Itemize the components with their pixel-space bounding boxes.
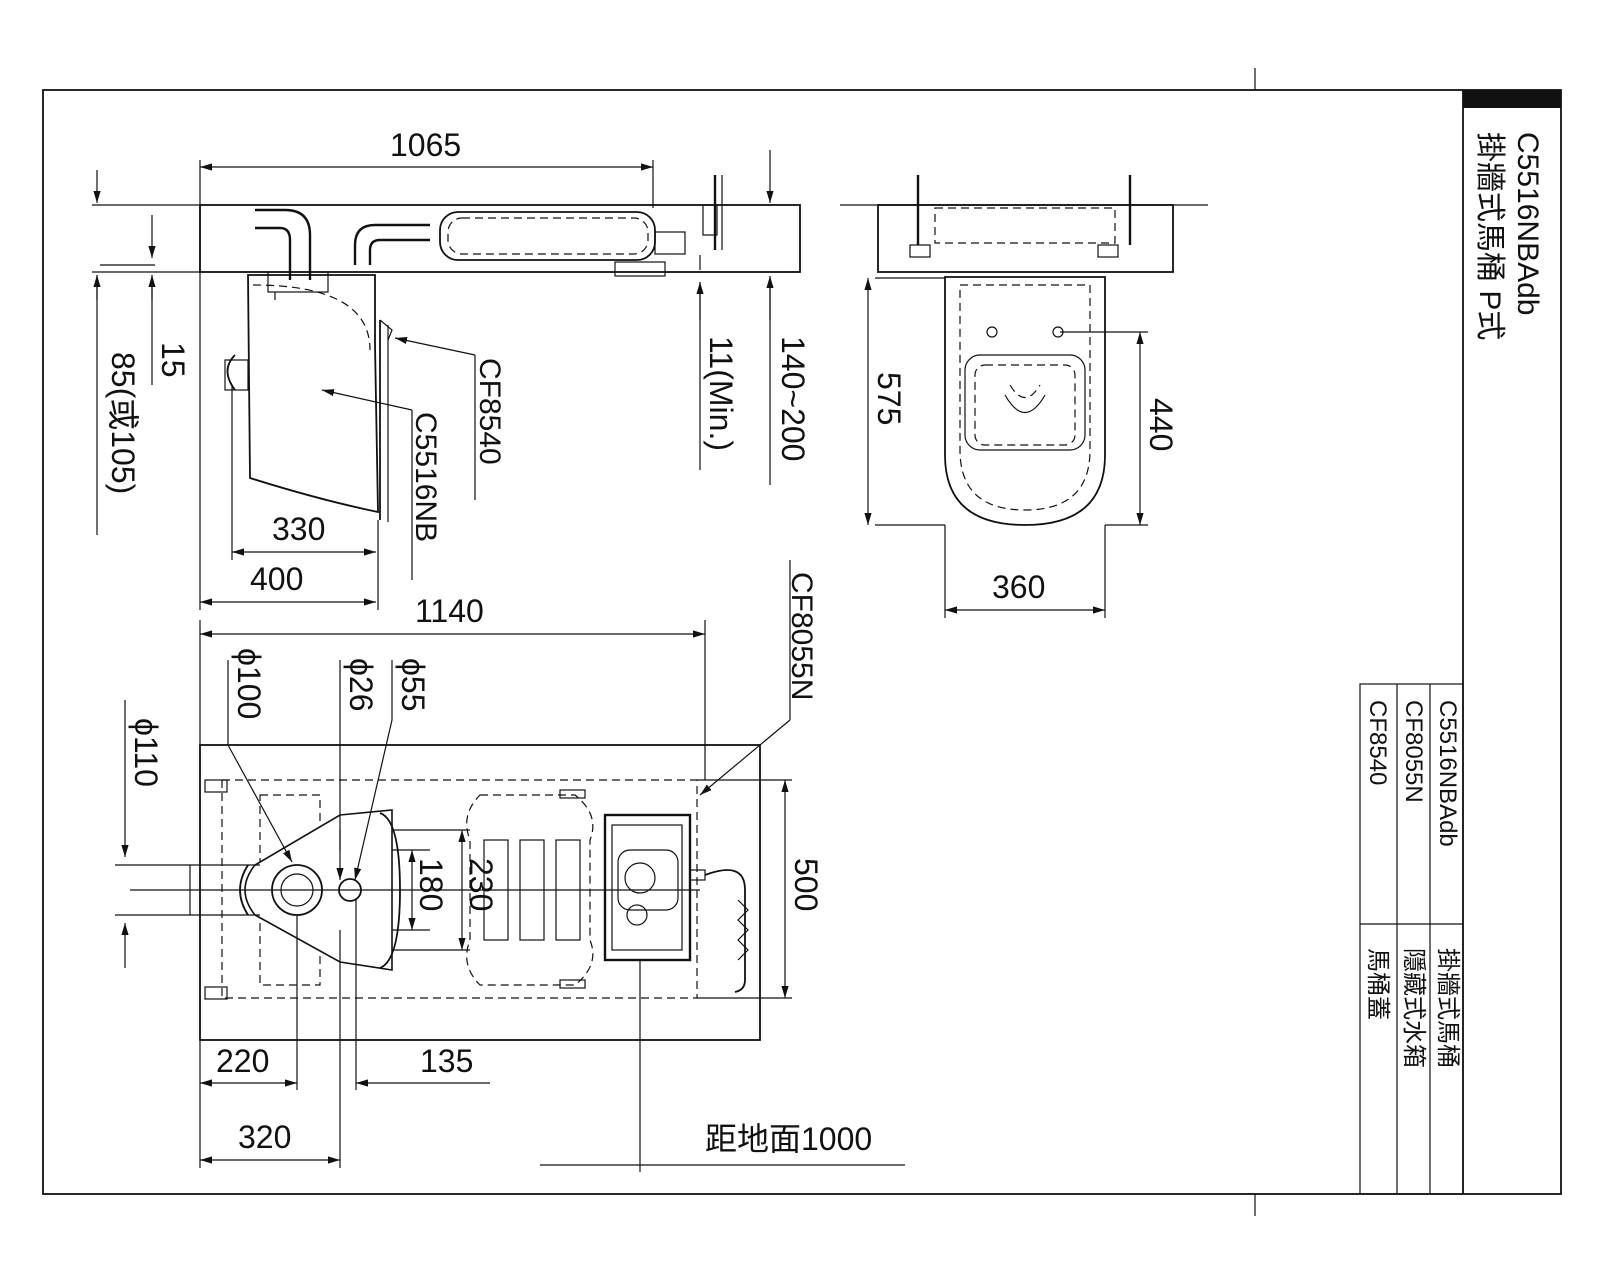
dia-110: ϕ110 [128, 718, 164, 787]
dim-230: 230 [463, 858, 499, 911]
title-name: 掛牆式馬桶 P式 [1473, 132, 1506, 340]
dim-180: 180 [413, 858, 449, 911]
dim-140-200: 140~200 [775, 336, 811, 461]
dim-135: 135 [420, 1043, 473, 1079]
part-code-3: CF8540 [1364, 700, 1391, 785]
part-code-2: CF8055N [1400, 700, 1427, 803]
dim-500: 500 [788, 858, 824, 911]
dim-15: 15 [155, 342, 191, 378]
dia-26: ϕ26 [343, 658, 379, 712]
floor-note: 距地面1000 [705, 1121, 872, 1157]
dim-575: 575 [871, 372, 907, 425]
part-code-1: C5516NBAdb [1434, 700, 1461, 847]
parts-table: C5516NBAdb CF8055N CF8540 掛牆式馬桶 隱藏式水箱 馬桶… [1359, 683, 1464, 1195]
dim-1065: 1065 [390, 127, 461, 163]
part-desc-2: 隱藏式水箱 [1400, 948, 1427, 1068]
plan-view: 1140 CF8055N ϕ100 ϕ26 ϕ55 ϕ110 180 230 [115, 560, 905, 1172]
dim-400: 400 [250, 561, 303, 597]
label-c5516nb: C5516NB [409, 412, 442, 542]
dim-440: 440 [1143, 398, 1179, 451]
dim-320: 320 [238, 1119, 291, 1155]
label-cf8055n: CF8055N [785, 572, 818, 700]
label-cf8540: CF8540 [473, 358, 506, 465]
side-view: 1065 15 85(或105) 11(Min.) 140~200 CF8540… [92, 127, 811, 610]
dia-100: ϕ100 [231, 648, 267, 719]
dim-1140: 1140 [415, 593, 484, 629]
dim-330: 330 [272, 511, 325, 547]
dim-360: 360 [992, 569, 1045, 605]
title-model: C5516NBAdb [1511, 132, 1544, 315]
title-block: C5516NBAdb 掛牆式馬桶 P式 [1473, 132, 1544, 340]
dim-85: 85(或105) [105, 352, 141, 494]
dim-11min: 11(Min.) [703, 336, 739, 451]
part-desc-1: 掛牆式馬桶 [1434, 948, 1461, 1068]
front-view: 575 440 360 [840, 175, 1208, 618]
dim-220: 220 [216, 1043, 269, 1079]
part-desc-3: 馬桶蓋 [1364, 948, 1391, 1020]
dia-55: ϕ55 [395, 658, 431, 712]
